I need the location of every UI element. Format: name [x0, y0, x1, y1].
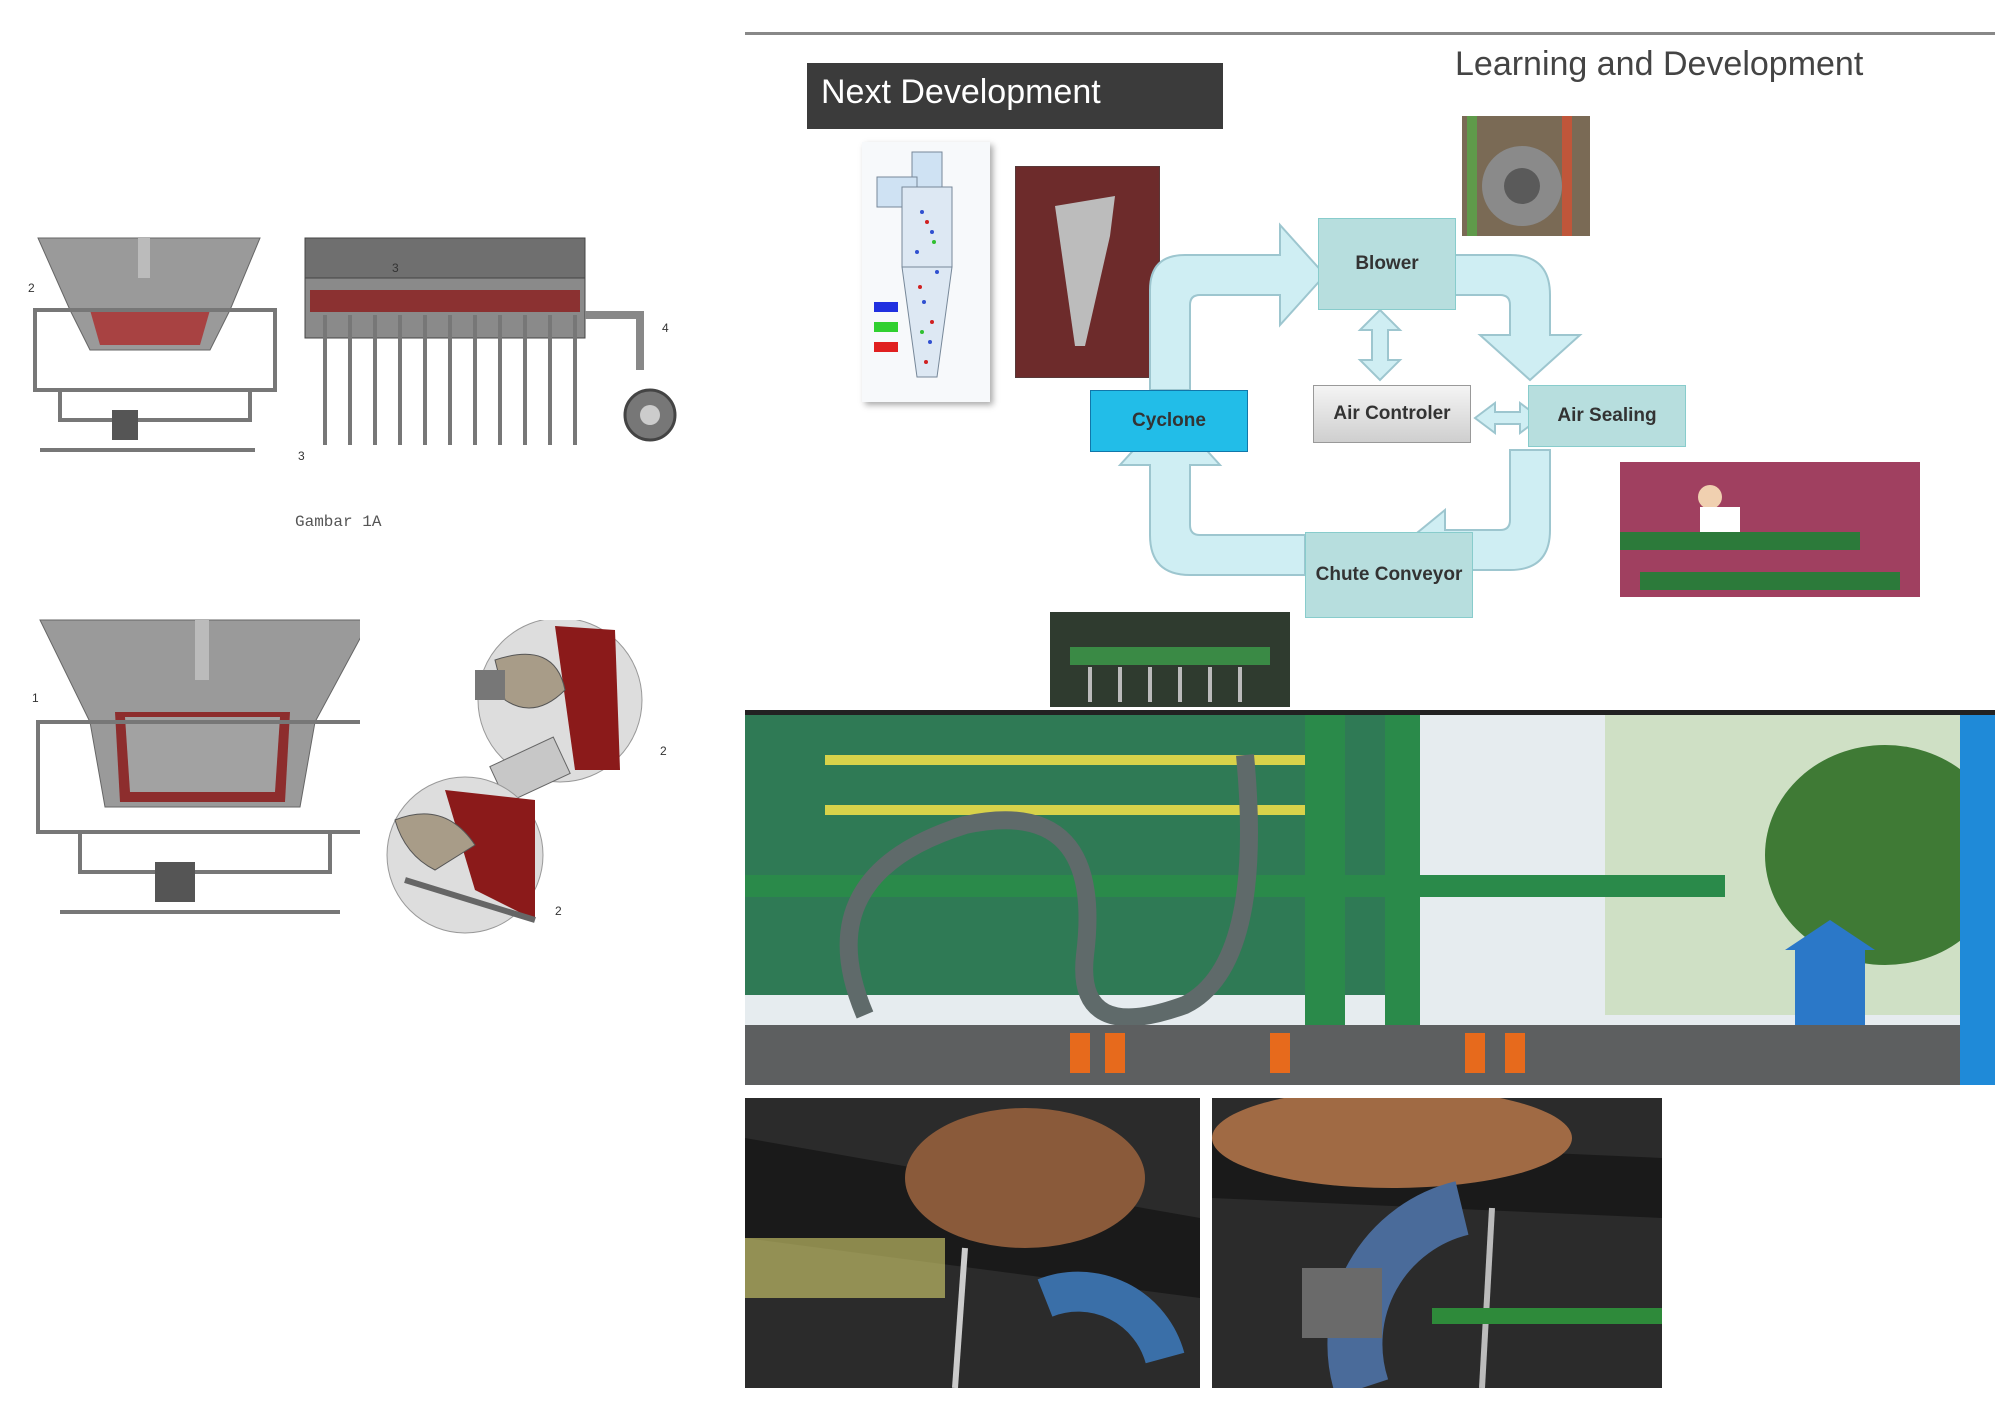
svg-text:2: 2 — [555, 904, 562, 918]
cyclone-photo — [1015, 166, 1160, 378]
hopper-section-drawing-bottom: 1 — [32, 619, 360, 914]
svg-text:1: 1 — [32, 691, 39, 705]
section-title: Learning and Development — [1455, 45, 1864, 83]
chute-conveyor-node: Chute Conveyor — [1305, 532, 1473, 618]
belt-measurement-photo-right — [1212, 1098, 1662, 1388]
figure-caption: Gambar 1A — [295, 513, 382, 531]
blower-node: Blower — [1318, 218, 1456, 310]
photo-divider — [745, 710, 1995, 715]
air-sealing-node: Air Sealing — [1528, 385, 1686, 447]
svg-text:4: 4 — [662, 321, 669, 335]
seal-detail-drawings: 2 2 — [386, 620, 667, 934]
blower-photo — [1462, 116, 1590, 236]
cyclone-node: Cyclone — [1090, 390, 1248, 452]
cyclone-simulation-image — [862, 142, 990, 402]
hopper-assembly-drawing-top: 2 3 4 3 — [28, 237, 677, 460]
svg-text:3: 3 — [392, 261, 399, 275]
plant-site-photo — [745, 715, 1995, 1085]
svg-text:2: 2 — [660, 744, 667, 758]
belt-measurement-photo-left — [745, 1098, 1200, 1388]
svg-text:2: 2 — [28, 281, 35, 295]
svg-text:3: 3 — [298, 449, 305, 460]
slide-title: Next Development — [807, 63, 1223, 129]
air-sealing-photo — [1620, 462, 1920, 597]
top-divider — [745, 32, 1995, 35]
chute-conveyor-photo — [1050, 612, 1290, 707]
air-controller-node: Air Controler — [1313, 385, 1471, 443]
